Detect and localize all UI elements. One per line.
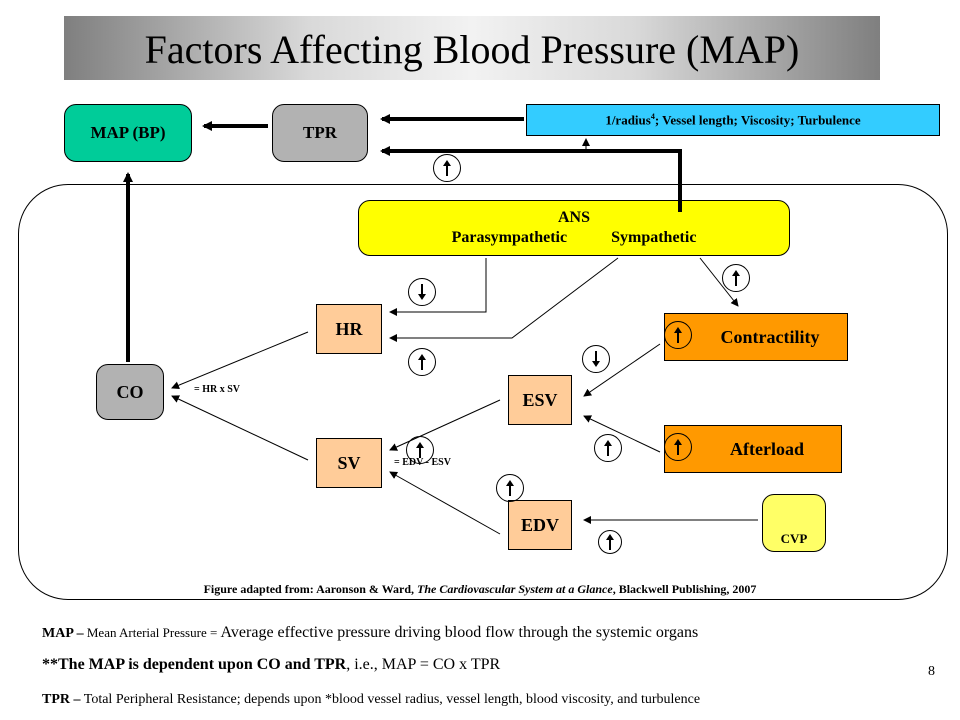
arrow-up-icon (604, 440, 612, 456)
esv-decrease-indicator (582, 345, 610, 373)
tpr-definition: TPR – Total Peripheral Resistance; depen… (42, 692, 701, 707)
esv-label: ESV (522, 389, 558, 410)
cvp-label: CVP (780, 531, 808, 546)
afterload-label: Afterload (730, 438, 804, 459)
contractility-node: Contractility (664, 313, 848, 361)
arrow-up-icon (506, 480, 514, 496)
tpr-increase-indicator (433, 154, 461, 182)
co-label: CO (116, 381, 144, 402)
contractility-increase-indicator (664, 321, 692, 349)
resistance-factors-node: 1/radius4; Vessel length; Viscosity; Tur… (526, 104, 940, 136)
edv-to-sv-arrow (389, 471, 501, 535)
parasympathetic-to-hr-arrow (389, 258, 487, 316)
parasympathetic-hr-decrease-indicator (408, 278, 436, 306)
arrow-up-icon (418, 354, 426, 370)
ans-branches: Parasympathetic Sympathetic (452, 228, 697, 248)
map-bp-node: MAP (BP) (64, 104, 192, 162)
cvp-node: CVP (762, 494, 826, 552)
contractility-to-esv-arrow (583, 343, 661, 397)
arrow-down-icon (418, 284, 426, 300)
title-bar: Factors Affecting Blood Pressure (MAP) (64, 16, 880, 80)
sv-increase-indicator (406, 436, 434, 464)
co-formula: = HR x SV (194, 384, 240, 395)
page-number: 8 (928, 664, 935, 679)
arrow-up-icon (443, 160, 451, 176)
edv-label: EDV (520, 514, 559, 535)
edv-increase-indicator (496, 474, 524, 502)
contractility-label: Contractility (720, 326, 820, 347)
sympathetic-to-tpr-arrow (380, 146, 682, 212)
arrow-up-icon (416, 442, 424, 458)
hr-to-co-arrow (171, 331, 309, 390)
afterload-to-esv-arrow (583, 415, 661, 453)
ans-title: ANS (557, 209, 590, 226)
sympathetic-to-contractility-arrow (699, 257, 739, 307)
tpr-node: TPR (272, 104, 368, 162)
cvp-increase-indicator (598, 530, 622, 554)
ans-sympathetic-label: Sympathetic (611, 229, 697, 246)
map-bp-label: MAP (BP) (90, 123, 166, 142)
afterload-increase-indicator (664, 433, 692, 461)
tpr-label: TPR (303, 123, 337, 142)
hr-label: HR (335, 318, 363, 339)
arrow-up-icon (732, 270, 740, 286)
map-dependency-note: **The MAP is dependent upon CO and TPR, … (42, 656, 501, 673)
sv-label: SV (337, 452, 361, 473)
sv-to-co-arrow (171, 395, 309, 461)
sv-node: SV (316, 438, 382, 488)
sympathetic-to-hr-arrow (389, 257, 619, 342)
credit-book-title: The Cardiovascular System at a Glance (417, 582, 613, 596)
ans-control-panel (18, 184, 948, 600)
co-node: CO (96, 364, 164, 420)
ans-node: ANS Parasympathetic Sympathetic (358, 200, 790, 256)
esv-to-sv-arrow (389, 399, 501, 451)
page-title: Factors Affecting Blood Pressure (MAP) (144, 27, 800, 72)
edv-node: EDV (508, 500, 572, 550)
arrow-down-icon (592, 351, 600, 367)
afterload-node: Afterload (664, 425, 842, 473)
ans-parasympathetic-label: Parasympathetic (451, 229, 568, 246)
arrow-up-icon (674, 327, 682, 343)
esv-node: ESV (508, 375, 572, 425)
hr-node: HR (316, 304, 382, 354)
map-definition: MAP – Mean Arterial Pressure = Average e… (42, 624, 699, 641)
sympathetic-contractility-increase-indicator (722, 264, 750, 292)
resistance-factors-label: 1/radius4; Vessel length; Viscosity; Tur… (605, 111, 861, 128)
figure-credit: Figure adapted from: Aaronson & Ward, Th… (203, 582, 757, 596)
arrow-up-icon (606, 534, 614, 550)
arrow-up-icon (674, 439, 682, 455)
hr-increase-indicator (408, 348, 436, 376)
afterload-esv-increase-indicator (594, 434, 622, 462)
